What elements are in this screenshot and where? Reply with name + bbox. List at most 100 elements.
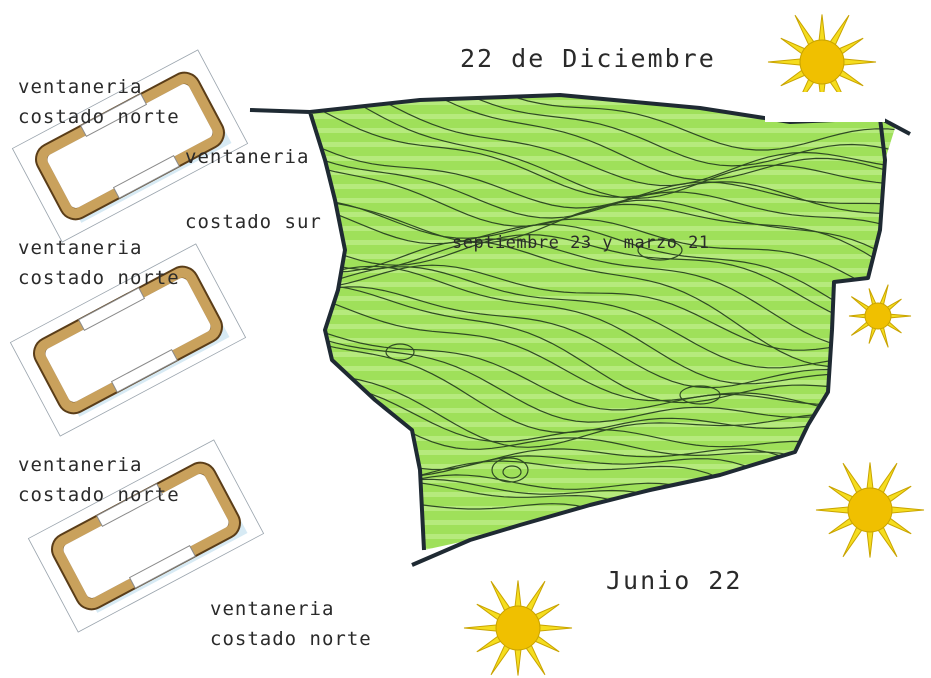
terrain-stripe [310, 338, 895, 343]
terrain-stripe [310, 128, 895, 133]
terrain-stripe [310, 534, 895, 539]
sun-core [864, 302, 892, 330]
terrain-stripe [310, 254, 895, 259]
room-window [128, 544, 196, 589]
contour-line [310, 331, 895, 423]
label-room3-north: ventaneria costado norte [18, 450, 180, 510]
room-interior [63, 474, 229, 598]
label-equinox: septiembre 23 y marzo 21 [452, 233, 710, 253]
terrain-stripe [310, 436, 895, 441]
terrain-stripe [310, 352, 895, 357]
label-room2-north: ventaneria costado norte [18, 233, 180, 293]
terrain-stripe [310, 464, 895, 469]
terrain-stripe [310, 506, 895, 511]
contour-line [310, 99, 895, 215]
sun-positions [463, 14, 925, 676]
terrain-stripe [310, 212, 895, 217]
contour-line [310, 286, 895, 389]
label-room1-north-line2: costado norte [18, 106, 180, 128]
contour-line [310, 284, 895, 404]
label-room1-south-line2: costado sur [185, 211, 322, 233]
sun-icon [848, 284, 912, 348]
room-plans [9, 49, 265, 633]
room-window [110, 348, 178, 393]
label-room1-south-line1: ventaneria [185, 146, 310, 168]
contour-loop [491, 457, 529, 483]
contour-loop [637, 239, 683, 261]
room-plan-icon [9, 243, 247, 437]
terrain-stripe [310, 156, 895, 161]
terrain-plot [249, 93, 911, 567]
contour-line [310, 95, 895, 181]
terrain-stripe [310, 170, 895, 175]
contour-line [310, 369, 895, 448]
contour-line [310, 150, 895, 231]
contour-loop [679, 385, 721, 405]
sun-ray [848, 284, 912, 348]
sun-ray [815, 462, 925, 558]
terrain-stripe [310, 310, 895, 315]
sun-core [799, 39, 845, 85]
contour-line [310, 238, 895, 349]
label-room3-bottom: ventaneria costado norte [210, 594, 372, 654]
room-guide-lines [9, 243, 247, 437]
label-room3-bottom-line2: costado norte [210, 628, 372, 650]
terrain-stripe [310, 380, 895, 385]
contour-loop [502, 465, 522, 479]
room-window [112, 154, 180, 199]
sun-icon [815, 462, 925, 558]
contour-line [310, 501, 895, 550]
label-room3-north-line1: ventaneria [18, 454, 143, 476]
terrain-stripe [310, 240, 895, 245]
contour-line [310, 240, 895, 368]
sun-icon [767, 14, 877, 110]
terrain-stripe [310, 478, 895, 483]
contour-line [310, 196, 895, 276]
room-plan-icon [27, 439, 265, 633]
sun-ray [463, 580, 573, 676]
contour-line [310, 137, 895, 209]
contour-line [310, 337, 895, 434]
contour-line [310, 293, 895, 414]
terrain-stripe [310, 394, 895, 399]
label-room2-north-line1: ventaneria [18, 237, 143, 259]
room-interior [47, 84, 213, 208]
room-interior [45, 278, 211, 402]
contour-line [310, 95, 895, 187]
label-june: Junio 22 [606, 566, 743, 595]
contour-line [310, 266, 895, 369]
terrain-stripe [310, 520, 895, 525]
label-room1-north-line1: ventaneria [18, 76, 143, 98]
contour-line [310, 324, 895, 411]
label-room3-north-line2: costado norte [18, 484, 180, 506]
terrain-stripe [310, 492, 895, 497]
sun-core [495, 605, 541, 651]
label-room2-north-line2: costado norte [18, 267, 180, 289]
terrain-stripe [310, 366, 895, 371]
terrain-stripe [310, 142, 895, 147]
room-plan-icon [11, 49, 249, 243]
contour-line [310, 95, 895, 151]
label-room3-bottom-line1: ventaneria [210, 598, 335, 620]
contour-line [310, 202, 895, 333]
terrain-stripe [310, 324, 895, 329]
contour-loop [385, 343, 415, 361]
terrain-stripe [310, 268, 895, 273]
room-window [80, 93, 148, 138]
room-guide-lines [27, 439, 265, 633]
terrain-stripe [310, 114, 895, 119]
room-guide-lines [11, 49, 249, 243]
terrain-stripe [310, 408, 895, 413]
sun-icon [463, 580, 573, 676]
terrain-stripe [310, 184, 895, 189]
label-room1-north: ventaneria costado norte [18, 72, 180, 132]
terrain-stripe [310, 296, 895, 301]
terrain-stripe [310, 226, 895, 231]
terrain-stripe [310, 422, 895, 427]
room-window [78, 287, 146, 332]
terrain-stripe [310, 198, 895, 203]
label-december: 22 de Diciembre [460, 44, 716, 73]
room-window [96, 483, 164, 528]
terrain-stripe [310, 282, 895, 287]
